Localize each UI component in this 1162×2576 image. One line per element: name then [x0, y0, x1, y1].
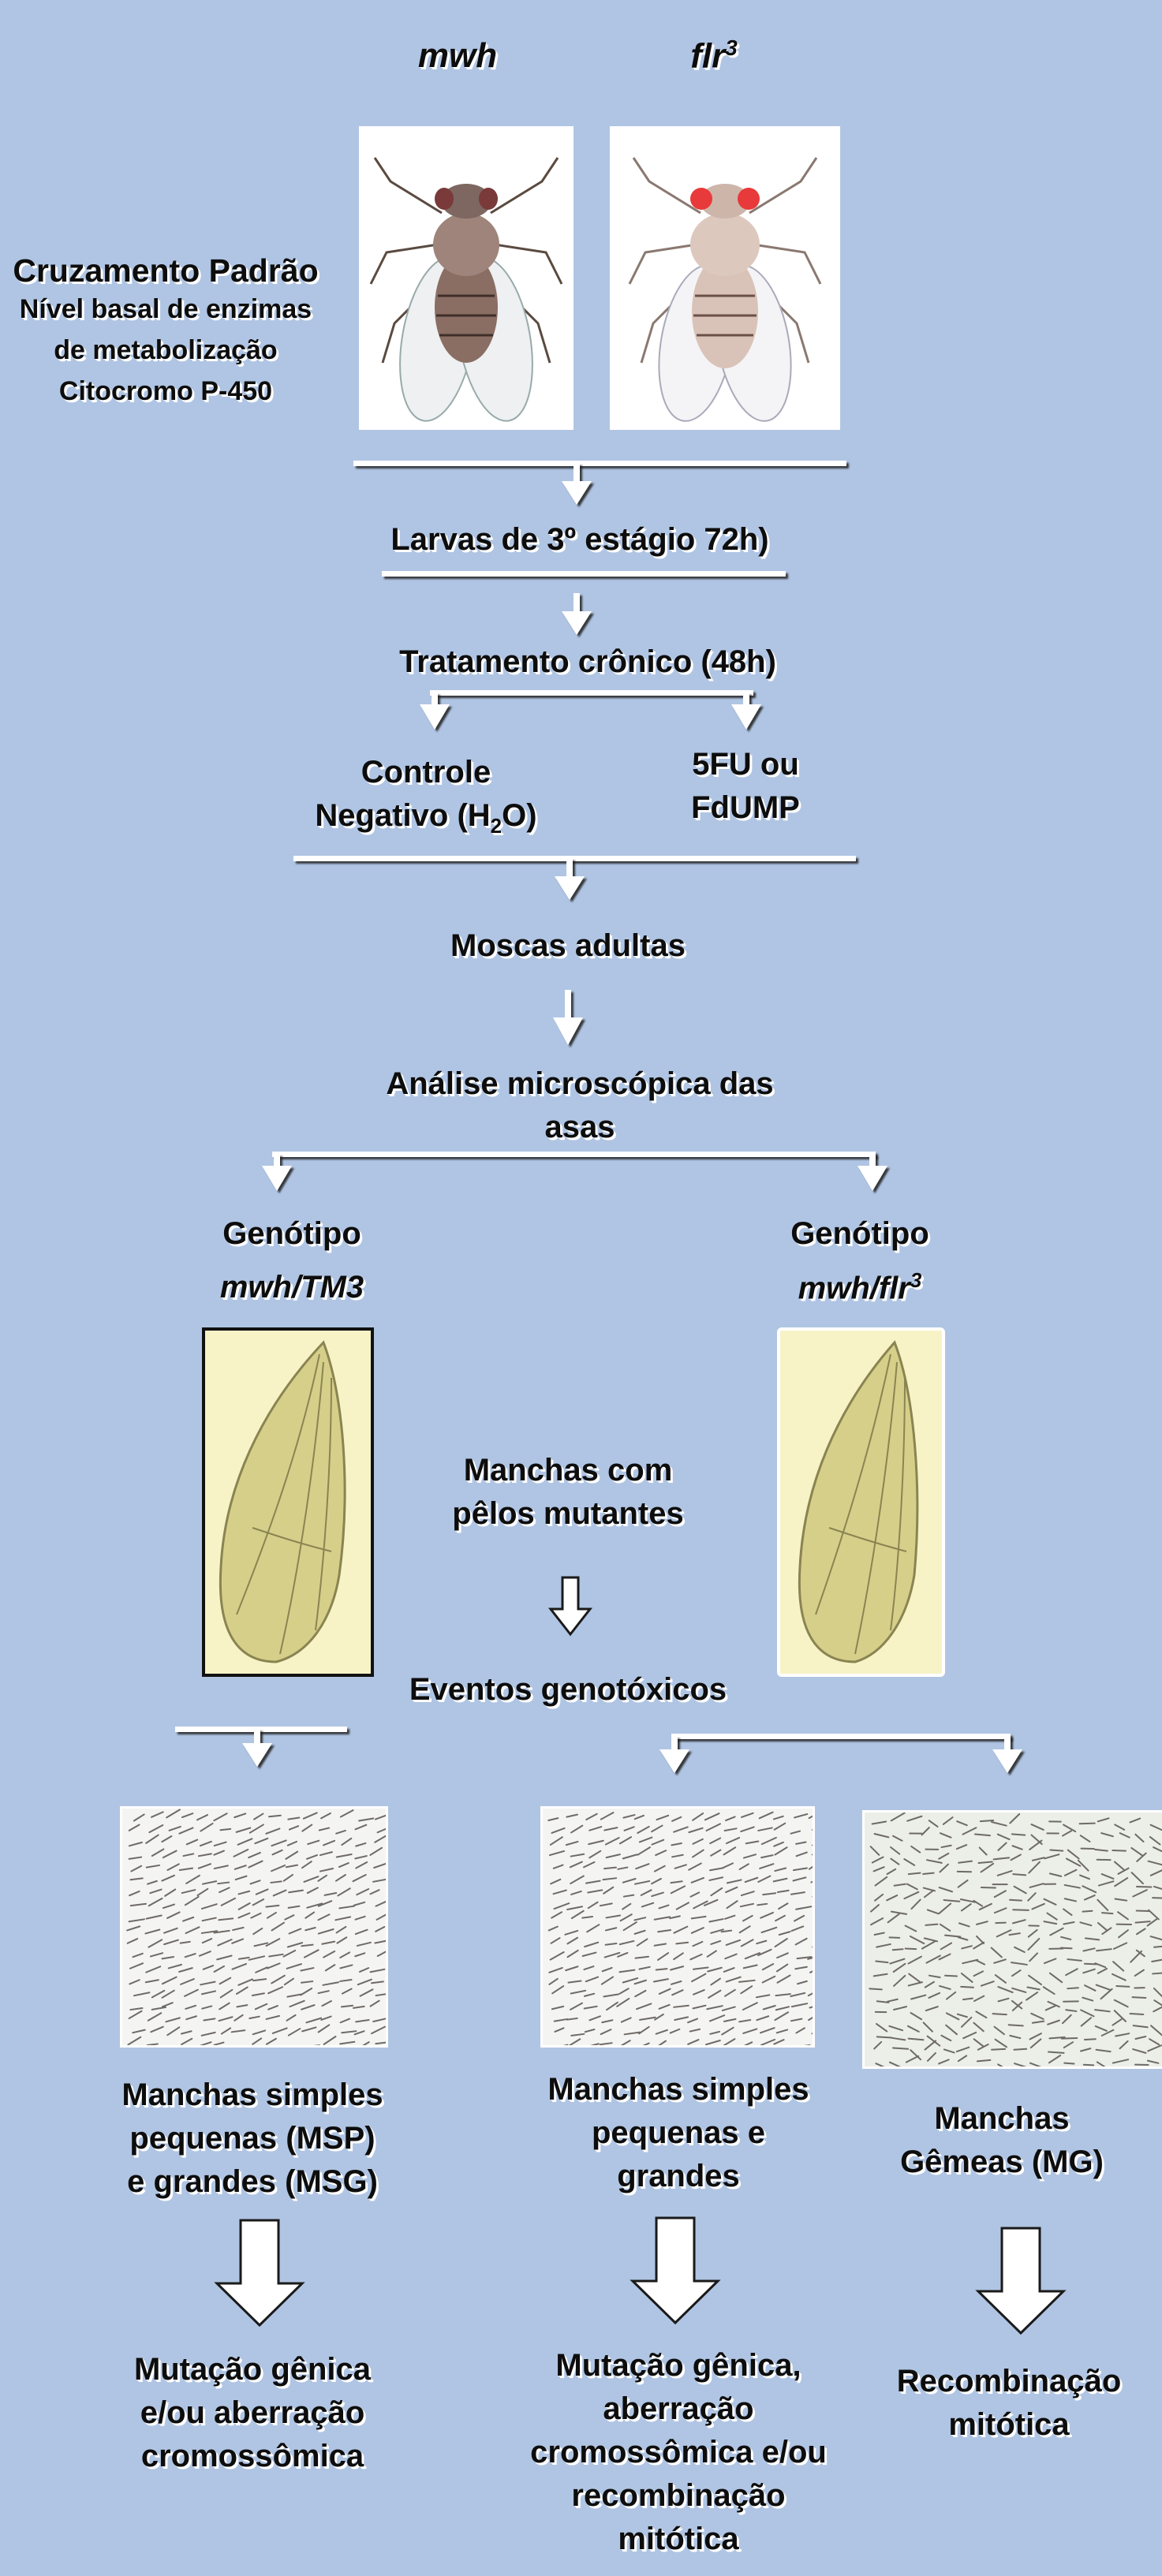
- bar-events-right: [671, 1734, 1011, 1739]
- hollow-arrow-events: [551, 1577, 590, 1634]
- bar-parents: [353, 461, 846, 466]
- hollow-arrow-middle-outcome: [633, 2218, 718, 2323]
- bar-events-left: [175, 1727, 347, 1732]
- arrow-to-analysis: [553, 990, 583, 1045]
- arrow-to-right-hairs: [992, 1736, 1022, 1773]
- arrow-to-larvae: [562, 463, 592, 505]
- arrow-to-drug: [731, 693, 761, 730]
- bar-analysis: [272, 1152, 876, 1157]
- arrow-to-adults: [555, 858, 585, 900]
- hollow-arrow-left-outcome: [217, 2220, 302, 2325]
- arrow-to-control: [420, 693, 450, 730]
- bar-treatment-results: [293, 856, 856, 861]
- arrow-to-genotype-left: [262, 1154, 292, 1191]
- arrow-to-left-hairs: [242, 1729, 272, 1767]
- hollow-arrow-right-outcome: [978, 2228, 1063, 2333]
- arrow-to-genotype-right: [857, 1154, 887, 1191]
- bar-larvae: [382, 571, 786, 577]
- arrow-to-middle-hairs: [659, 1736, 689, 1773]
- arrow-to-treatment: [562, 593, 592, 635]
- bar-treatment: [430, 690, 753, 696]
